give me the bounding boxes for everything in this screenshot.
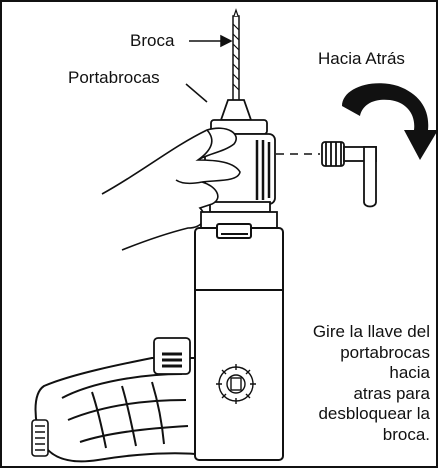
direction-label: Hacia Atrás <box>318 49 405 68</box>
air-inlet <box>31 419 49 457</box>
hand <box>101 127 241 251</box>
trigger <box>153 337 191 375</box>
chuck-label: Portabrocas <box>68 68 160 87</box>
instruction-line: Gire la llave del <box>312 322 430 341</box>
drill-bit <box>232 8 240 103</box>
instruction-line: atras para <box>353 383 430 403</box>
label-arrows <box>185 34 233 103</box>
instruction-line: hacia <box>389 363 430 382</box>
chuck-key-icon <box>321 141 377 208</box>
gear-tool-logo-icon <box>216 364 256 404</box>
instruction-line: broca. <box>382 424 430 444</box>
curved-arrow-clockwise-icon <box>342 83 438 160</box>
bit-label: Broca <box>130 31 175 50</box>
instruction-line: portabrocas <box>340 342 430 362</box>
instructions-text: Gire la llave del portabrocas hacia atra… <box>260 322 430 445</box>
instruction-line: desbloquear la <box>318 404 430 423</box>
motor-housing <box>194 223 284 461</box>
